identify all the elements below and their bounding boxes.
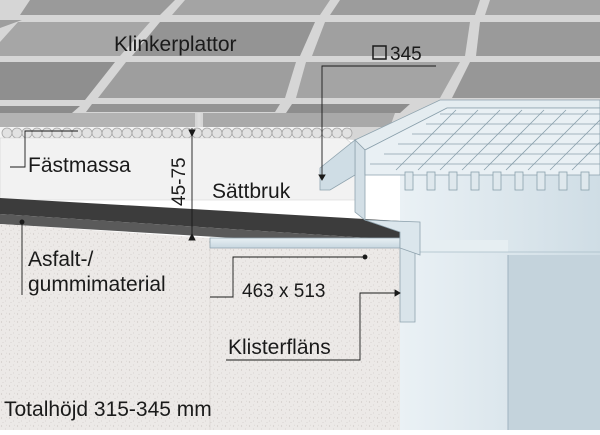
grate-crossbar xyxy=(527,109,589,171)
adhesive-ridge xyxy=(131,127,143,139)
adhesive-ridge xyxy=(291,127,303,139)
adhesive-ridge xyxy=(261,127,273,139)
membrane-label-line1: Asfalt-/ xyxy=(28,248,94,271)
grate-crossbar xyxy=(549,119,600,171)
grate-crossbar xyxy=(461,109,523,171)
adhesive-ridge xyxy=(301,127,313,139)
adhesive-label: Fästmassa xyxy=(28,154,131,177)
adhesive-ridge xyxy=(241,127,253,139)
adhesive-ridge xyxy=(271,127,283,139)
membrane-label-line2: gummimaterial xyxy=(28,273,166,296)
adhesive-ridge xyxy=(171,127,183,139)
adhesive-ridge xyxy=(21,127,33,139)
adhesive-ridge xyxy=(341,127,353,139)
grate-tooth xyxy=(558,171,568,191)
adhesive-ridge xyxy=(1,127,13,139)
grate-tooth xyxy=(470,171,480,191)
flange-label: Klisterfläns xyxy=(228,336,331,359)
adhesive-ridge xyxy=(201,127,213,139)
grate-crossbar xyxy=(439,109,501,171)
grate-tooth xyxy=(580,171,590,191)
adhesive-ridge xyxy=(311,127,323,139)
drain-body xyxy=(400,175,600,430)
adhesive-ridge xyxy=(251,127,263,139)
tile-field xyxy=(0,0,600,140)
adhesive-ridge xyxy=(51,127,63,139)
grate-tooth xyxy=(448,171,458,191)
height-range-label: 45-75 xyxy=(169,157,190,206)
adhesive-ridge xyxy=(11,127,23,139)
adhesive-ridge xyxy=(101,127,113,139)
concrete-base xyxy=(0,224,400,430)
adhesive-ridge xyxy=(161,127,173,139)
grate-crossbar xyxy=(417,109,479,171)
drain-frame xyxy=(319,99,600,256)
adhesive-ridge xyxy=(41,127,53,139)
grate-size-label: 345 xyxy=(372,44,422,65)
adhesive-ridge xyxy=(81,127,93,139)
grate-crossbar xyxy=(571,141,600,171)
grate-tooth xyxy=(404,171,414,191)
adhesive-ridge xyxy=(61,127,73,139)
leader-lines xyxy=(10,65,436,361)
tiles-label: Klinkerplattor xyxy=(114,33,237,56)
tile-front-edge xyxy=(0,113,395,127)
flange-size-label: 463 x 513 xyxy=(242,281,325,302)
adhesive-ridge xyxy=(71,127,83,139)
grate-crossbar xyxy=(483,109,545,171)
total-height-label: Totalhöjd 315-345 mm xyxy=(4,398,212,421)
adhesive-ridge xyxy=(31,127,43,139)
square-symbol-icon xyxy=(372,45,387,60)
grate-crossbar xyxy=(505,109,567,171)
adhesive-ridge xyxy=(141,127,153,139)
adhesive-ridge xyxy=(331,127,343,139)
svg-text:345: 345 xyxy=(390,44,422,65)
adhesive-ridge xyxy=(151,127,163,139)
grate-tooth xyxy=(426,171,436,191)
grate-tooth xyxy=(514,171,524,191)
adhesive-ridge xyxy=(231,127,243,139)
adhesive-ridge xyxy=(91,127,103,139)
grate-tooth xyxy=(492,171,502,191)
adhesive-ridge xyxy=(111,127,123,139)
adhesive-ridge xyxy=(321,127,333,139)
grate-tooth xyxy=(536,171,546,191)
grating xyxy=(364,107,600,191)
adhesive-ridge xyxy=(281,127,293,139)
grate-crossbar xyxy=(395,109,457,171)
adhesive-ridge xyxy=(121,127,133,139)
adhesive-ridge xyxy=(211,127,223,139)
adhesive-ridge xyxy=(221,127,233,139)
adhesive-bumps xyxy=(0,127,353,139)
mortar-label: Sättbruk xyxy=(212,180,291,203)
